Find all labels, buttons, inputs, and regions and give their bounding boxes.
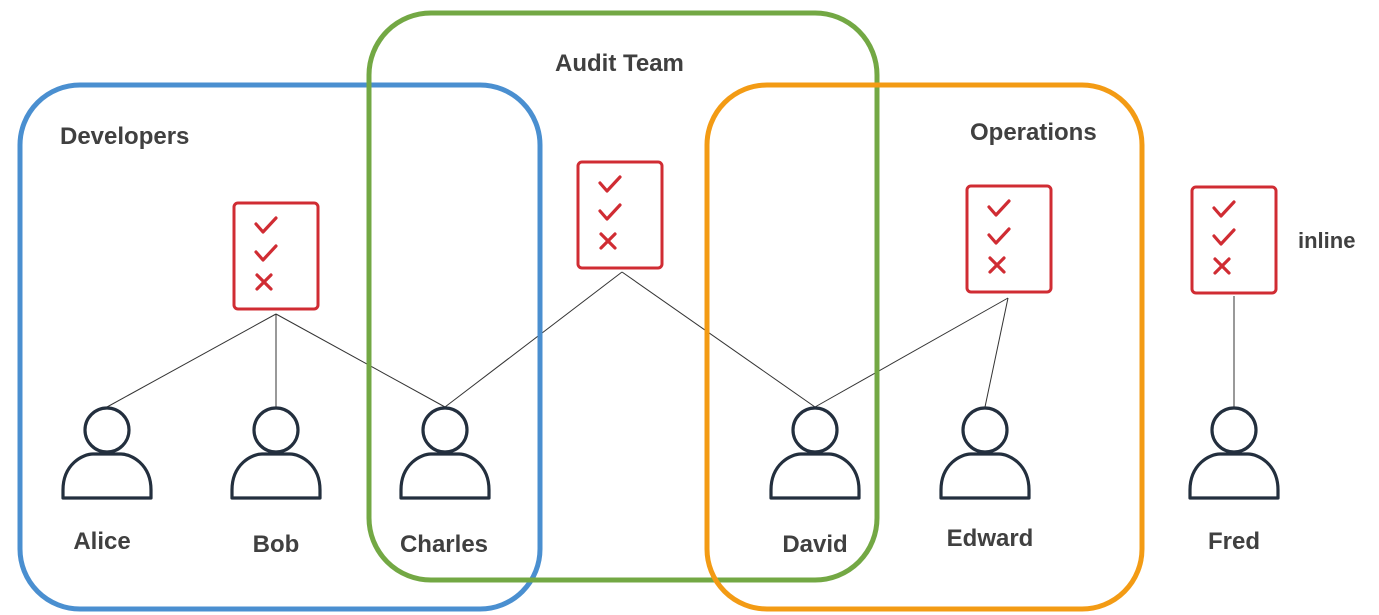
user-alice-icon[interactable] bbox=[61, 406, 153, 500]
connector-audit-david bbox=[621, 271, 816, 408]
audit-team-group-box[interactable] bbox=[366, 10, 880, 583]
operations-policy-icon[interactable] bbox=[965, 184, 1053, 294]
connector-developers-alice bbox=[106, 313, 277, 408]
operations-group-box[interactable] bbox=[704, 82, 1145, 612]
user-david-icon[interactable] bbox=[769, 406, 861, 500]
user-bob-label: Bob bbox=[253, 531, 300, 558]
user-fred-label: Fred bbox=[1208, 528, 1260, 555]
developers-group-box[interactable] bbox=[17, 82, 543, 612]
connector-operations-david bbox=[814, 297, 1009, 408]
user-alice-label: Alice bbox=[73, 528, 130, 555]
inline-policy-label: inline bbox=[1298, 228, 1355, 253]
user-edward-icon[interactable] bbox=[939, 406, 1031, 500]
connector-developers-charles bbox=[275, 313, 446, 408]
connections bbox=[106, 271, 1235, 408]
developers-group-label: Developers bbox=[60, 123, 189, 150]
user-fred-icon[interactable] bbox=[1188, 406, 1280, 500]
developers-policy-icon[interactable] bbox=[232, 201, 320, 311]
audit-team-group-label: Audit Team bbox=[555, 50, 684, 77]
user-charles-icon[interactable] bbox=[399, 406, 491, 500]
connector-operations-edward bbox=[984, 297, 1009, 408]
user-charles-label: Charles bbox=[400, 531, 488, 558]
user-david-label: David bbox=[782, 531, 847, 558]
inline-policy-icon[interactable] bbox=[1190, 185, 1278, 295]
audit-team-policy-icon[interactable] bbox=[576, 160, 664, 270]
connector-audit-charles bbox=[444, 271, 623, 408]
operations-group-label: Operations bbox=[970, 119, 1097, 146]
user-edward-label: Edward bbox=[947, 525, 1034, 552]
user-bob-icon[interactable] bbox=[230, 406, 322, 500]
